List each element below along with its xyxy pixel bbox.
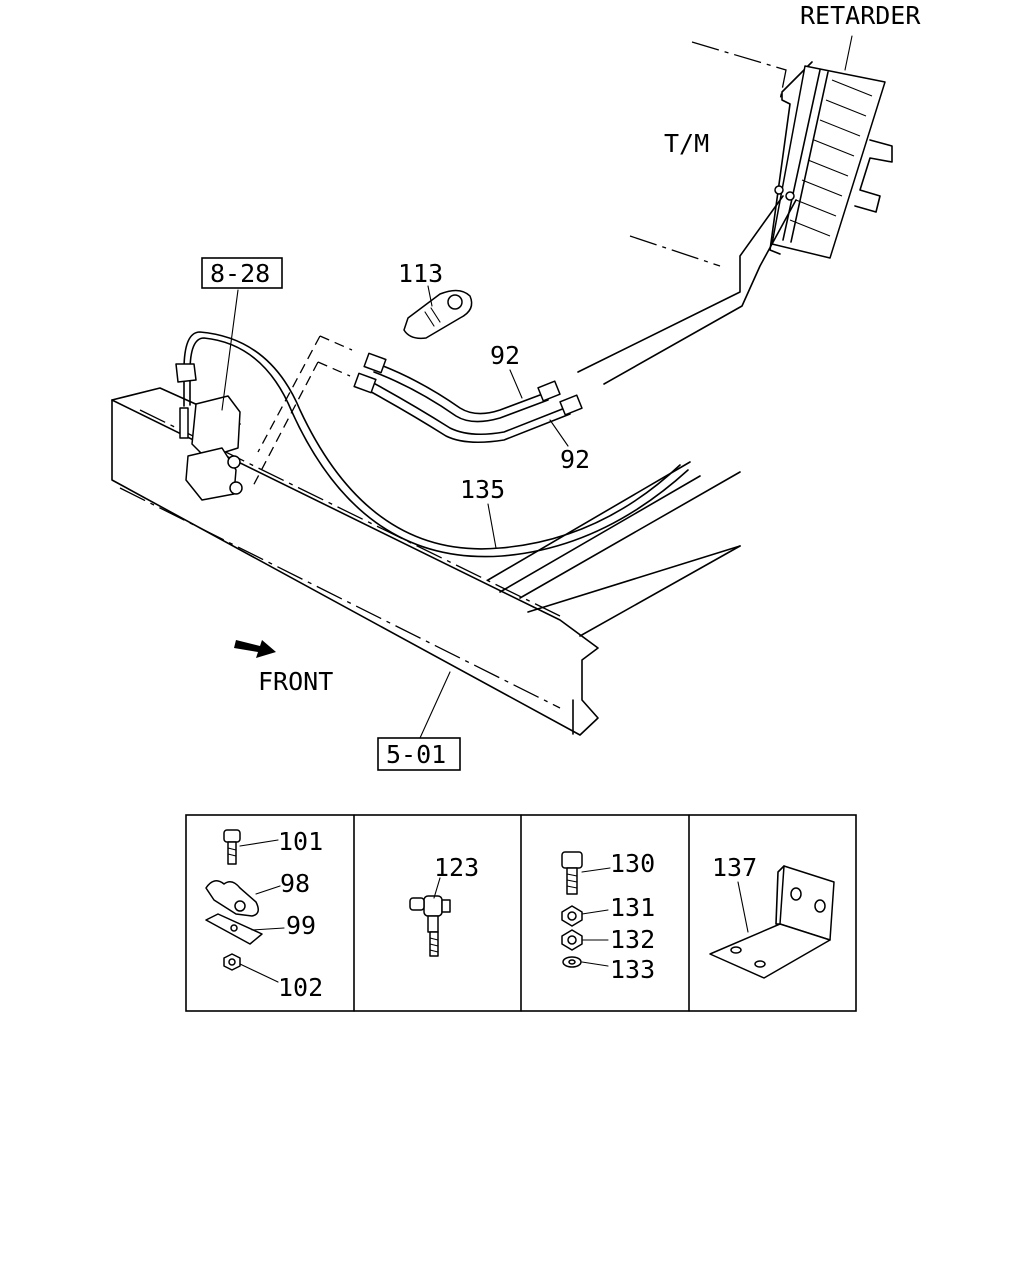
retarder-label: RETARDER [800, 1, 921, 30]
washer-133 [562, 956, 582, 968]
part-99-label: 99 [286, 911, 316, 940]
bracket-137 [709, 865, 835, 979]
nut-102 [223, 953, 241, 971]
front-arrow-icon [234, 640, 276, 658]
hoses-92 [353, 352, 583, 444]
clamp-113 [403, 289, 473, 340]
nut-132 [561, 929, 583, 951]
ref-5-01-label: 5-01 [386, 740, 446, 769]
part-98-label: 98 [280, 869, 310, 898]
bolt-130 [561, 851, 583, 895]
part-132-label: 132 [610, 925, 655, 954]
plate-99 [205, 913, 263, 945]
front-label: FRONT [258, 667, 333, 696]
frame-rail [111, 387, 741, 736]
cell-123: 123 [409, 853, 479, 957]
ref-8-28: 8-28 [201, 257, 283, 411]
retarder-assembly [769, 35, 893, 259]
cell-137: 137 [709, 853, 835, 979]
part-123-label: 123 [434, 853, 479, 882]
tm-label: T/M [664, 129, 709, 158]
part-92a-label: 92 [490, 341, 520, 370]
retarder-hose [577, 185, 797, 385]
part-133-label: 133 [610, 955, 655, 984]
part-92b-label: 92 [560, 445, 590, 474]
ref-5-01: 5-01 [377, 671, 461, 771]
part-135-label: 135 [460, 475, 505, 504]
ref-8-28-label: 8-28 [210, 259, 270, 288]
part-113-label: 113 [398, 259, 443, 288]
part-101-label: 101 [278, 827, 323, 856]
bolt-101 [223, 829, 241, 865]
part-137-label: 137 [712, 853, 757, 882]
solenoid-valve [175, 331, 689, 558]
part-131-label: 131 [610, 893, 655, 922]
part-130-label: 130 [610, 849, 655, 878]
part-102-label: 102 [278, 973, 323, 1002]
cell-101-98-99-102: 101 98 99 102 [205, 827, 323, 1002]
cell-130-133: 130 131 132 133 [561, 849, 655, 984]
fitting-123 [409, 895, 451, 957]
clip-98 [205, 880, 259, 917]
nut-131 [561, 905, 583, 927]
